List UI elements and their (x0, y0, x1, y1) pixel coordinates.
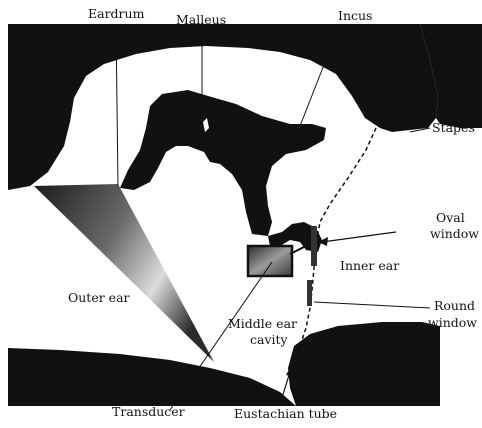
label-oval-window-1: Oval (436, 210, 465, 225)
lower-right-mass (288, 322, 440, 406)
label-eustachian-tube: Eustachian tube (234, 406, 337, 421)
label-inner-ear: Inner ear (340, 258, 399, 273)
label-transducer: Transducer (112, 404, 185, 419)
label-middle-ear-2: cavity (250, 332, 289, 347)
round-window-membrane (307, 280, 312, 306)
label-eardrum: Eardrum (88, 6, 145, 21)
label-stapes: Stapes (432, 120, 475, 135)
label-middle-ear-1: Middle ear (228, 316, 297, 331)
transducer-cone (34, 184, 214, 362)
transducer-body (248, 246, 292, 276)
oval-window-membrane (311, 226, 317, 266)
label-malleus: Malleus (176, 12, 226, 27)
label-round-window-1: Round (434, 298, 475, 313)
label-oval-window-2: window (430, 226, 479, 241)
round-window-leader (314, 302, 430, 308)
lower-left-mass (8, 348, 296, 406)
oval-window-arrow-line (322, 232, 396, 242)
label-incus: Incus (338, 8, 372, 23)
label-outer-ear: Outer ear (68, 290, 130, 305)
ossicle-chain (120, 90, 326, 236)
label-round-window-2: window (428, 315, 477, 330)
